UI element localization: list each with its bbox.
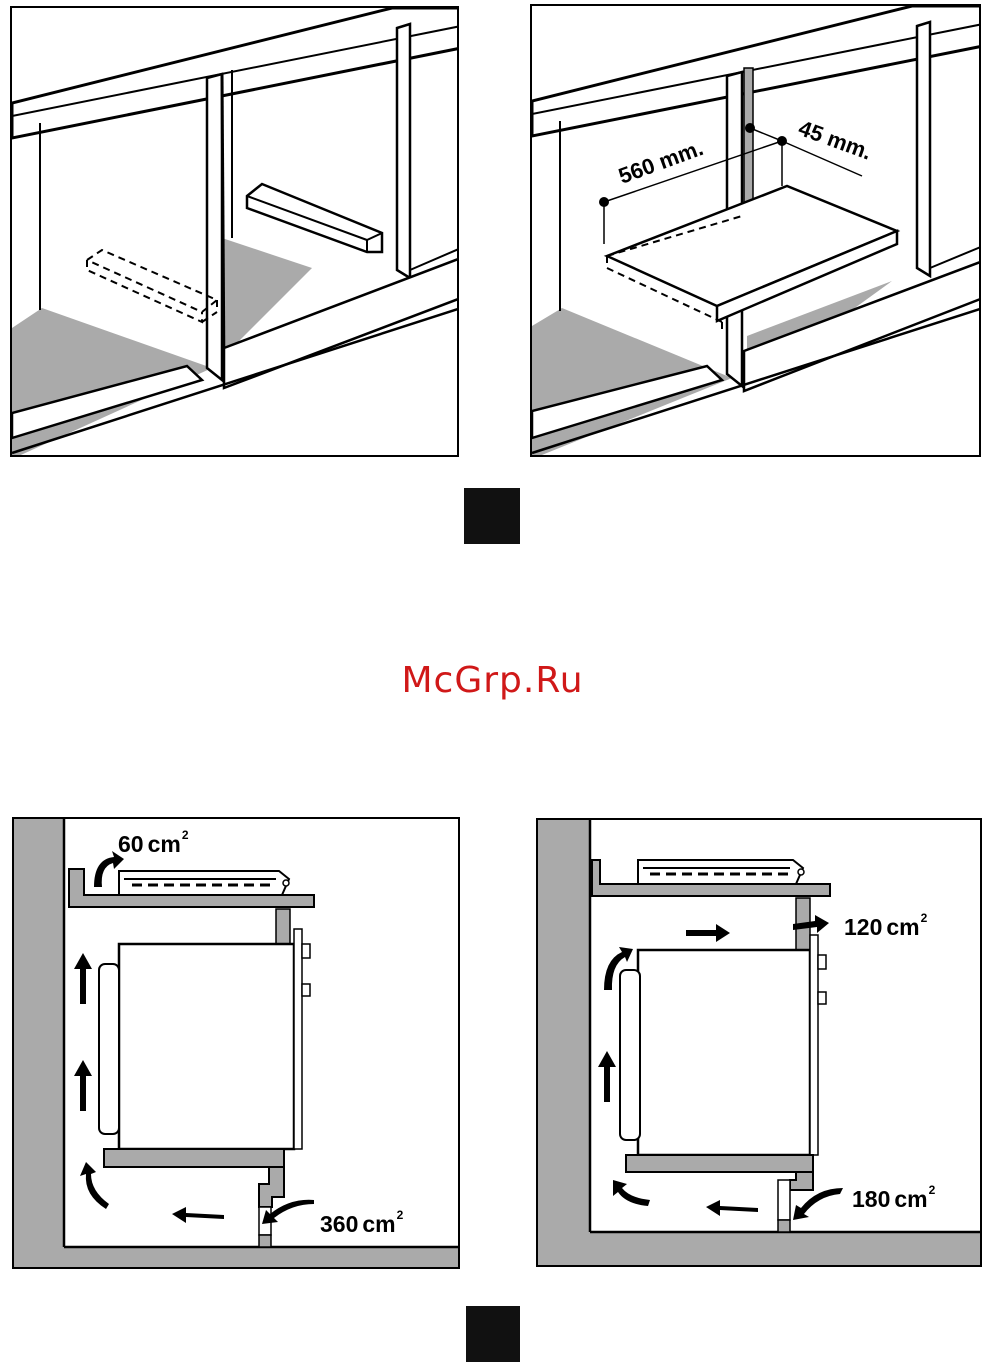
oven — [119, 944, 294, 1149]
plinth-vent — [778, 1180, 790, 1220]
figure-marker-top — [464, 488, 520, 544]
wall — [14, 819, 64, 1269]
vent-unit: cm — [886, 914, 919, 940]
hob — [119, 871, 289, 895]
vent-unit: cm — [894, 1186, 927, 1212]
vent-exponent: 2 — [921, 911, 928, 925]
oven-shelf — [104, 1149, 284, 1167]
arrow-left — [172, 1207, 224, 1223]
vent-value: 60 — [118, 831, 144, 857]
side-panel-edge — [744, 68, 753, 208]
arrow-curved — [80, 1162, 109, 1209]
figure-marker-bottom — [466, 1306, 520, 1362]
oven — [638, 950, 810, 1155]
dimension-point — [745, 123, 755, 133]
dimension-point — [599, 197, 609, 207]
watermark: McGrp.Ru — [0, 660, 985, 701]
cabinet-shelf-drawing: 560 mm. 45 mm. — [532, 6, 981, 457]
side-panel-right — [397, 24, 410, 278]
arrow-up — [74, 1060, 92, 1111]
vent-exponent: 2 — [929, 1183, 936, 1197]
arrow-right — [686, 924, 730, 942]
side-panel-center — [207, 74, 222, 380]
floor — [590, 1232, 982, 1267]
vent-unit: cm — [362, 1211, 395, 1237]
cabinet-shelf-diagram: 560 mm. 45 mm. — [530, 4, 981, 457]
worktop — [12, 8, 459, 138]
worktop — [532, 6, 981, 136]
vent-value: 120 — [844, 914, 882, 940]
batten-solid — [247, 184, 382, 252]
batten-hidden — [87, 250, 217, 322]
dimension-point — [777, 136, 787, 146]
vent-exponent: 2 — [397, 1208, 404, 1222]
vent-value: 360 — [320, 1211, 358, 1237]
arrow-up — [74, 953, 92, 1004]
arrow-curved — [613, 1180, 650, 1206]
arrow-left — [706, 1200, 758, 1216]
side-panel-right — [917, 22, 930, 276]
vent-unit: cm — [148, 831, 181, 857]
cabinet-batten-drawing — [12, 8, 459, 457]
arrow-up — [598, 1051, 616, 1102]
oven-shelf — [626, 1155, 813, 1172]
arrow-in — [793, 1188, 843, 1220]
dimension-width-label: 560 mm. — [615, 135, 706, 189]
wall — [538, 820, 590, 1267]
dimension-depth-label: 45 mm. — [795, 115, 875, 164]
vent-value: 180 — [852, 1186, 890, 1212]
hob — [638, 860, 803, 884]
vent-exponent: 2 — [182, 828, 189, 842]
ventilation-left-drawing — [14, 819, 460, 1269]
shelf — [607, 186, 897, 306]
floor — [64, 1247, 460, 1269]
cabinet-batten-diagram — [10, 6, 459, 457]
